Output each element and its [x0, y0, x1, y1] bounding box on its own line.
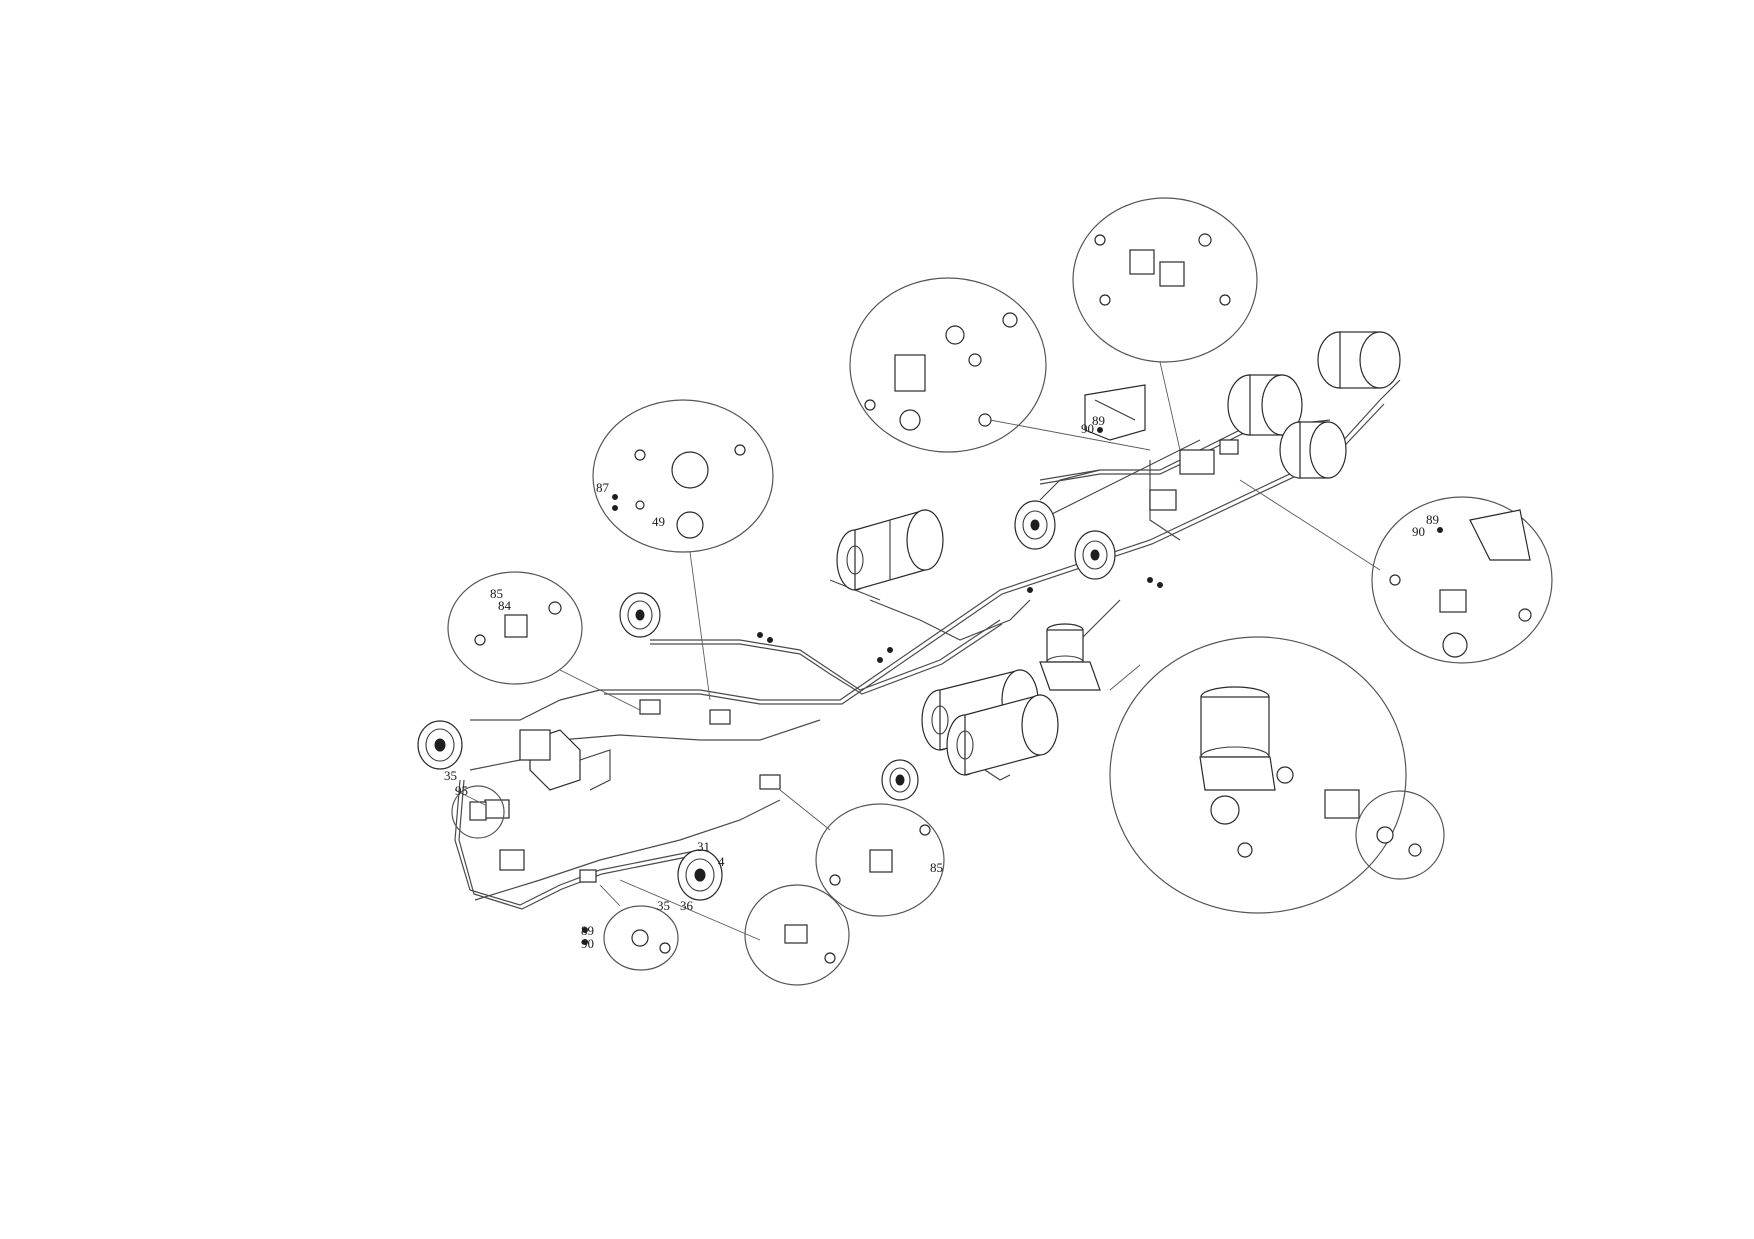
- callout-35-left: 35: [444, 768, 457, 783]
- detail-bubble-large-sub: [1355, 790, 1445, 880]
- compressor: [519, 729, 611, 791]
- callout-84: 84: [498, 598, 512, 613]
- detail-bubble-top-right: [1072, 197, 1258, 363]
- detail-bubble-upper-center: [849, 277, 1047, 453]
- brake-chamber-left-upper: [619, 592, 661, 638]
- air-dryer: [1039, 623, 1101, 691]
- detail-bubble-left-small: [451, 785, 505, 839]
- callout-90-upper: 90: [1081, 421, 1094, 436]
- callout-89-upper: 89: [1092, 413, 1105, 428]
- leader-lines: [454, 361, 1381, 941]
- detail-bubble-lower-small: [603, 905, 679, 971]
- air-tank-upper: [836, 509, 944, 591]
- detail-bubble-center-lower: [815, 803, 945, 917]
- callout-36: 36: [680, 898, 694, 913]
- callout-4: 4: [718, 854, 725, 869]
- callout-89-right: 89: [1426, 512, 1439, 527]
- brake-chamber-lower: [677, 849, 723, 901]
- callout-85-lower: 85: [930, 860, 943, 875]
- valve-cluster: [484, 439, 1239, 883]
- callout-90-right: 90: [1412, 524, 1425, 539]
- detail-bubble-lower-mid: [744, 884, 850, 986]
- callout-labels: 87 49 85 84 89 90 89 90 35 95 31 4 35 36…: [444, 413, 1439, 951]
- detail-bubble-left: [447, 571, 583, 685]
- callout-95: 95: [455, 783, 468, 798]
- detail-bubble-large-air-processor: [1109, 636, 1407, 914]
- brake-chamber-center: [881, 759, 919, 801]
- fastener-marks: [582, 427, 1443, 945]
- spring-brake-rear-right: [1227, 331, 1401, 479]
- bracket-upper-right: [1084, 384, 1146, 441]
- detail-bubble-left-upper: [592, 399, 774, 553]
- callout-87: 87: [596, 480, 610, 495]
- callout-35-lower: 35: [657, 898, 670, 913]
- callout-49: 49: [652, 514, 665, 529]
- brake-chamber-left-front: [417, 720, 463, 770]
- air-tank-lower-pair: [921, 669, 1059, 781]
- callout-31: 31: [697, 839, 710, 854]
- callout-85-upper: 85: [490, 586, 503, 601]
- brake-chamber-rear-left: [1014, 500, 1116, 580]
- detail-bubble-right: [1371, 496, 1553, 664]
